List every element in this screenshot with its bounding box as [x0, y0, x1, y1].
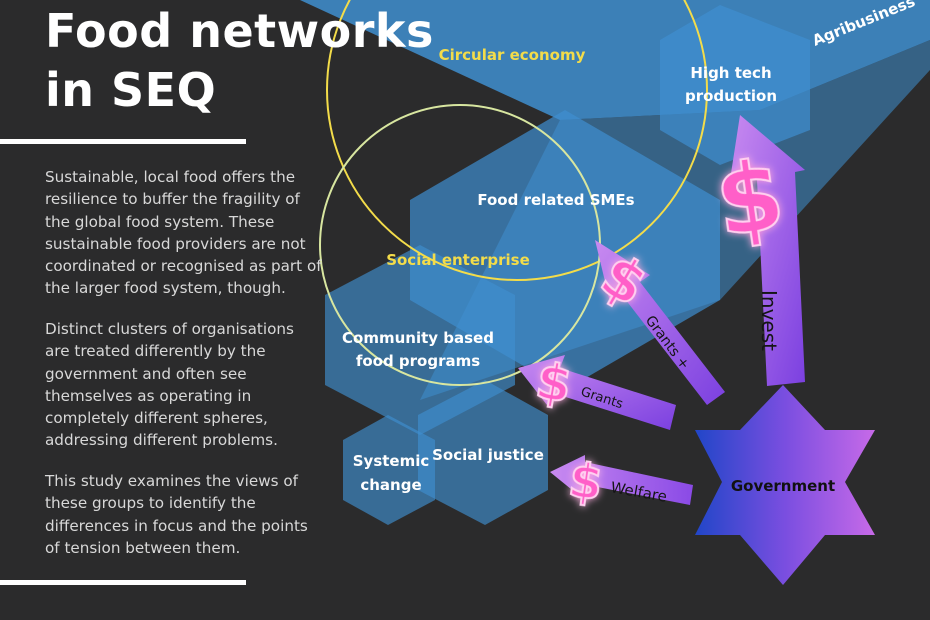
- high-tech-label-line2: production: [685, 87, 777, 105]
- paragraph-1-line: resilience to buffer the fragility of: [45, 190, 300, 209]
- food-smes-label: Food related SMEs: [477, 191, 634, 209]
- paragraph-1-line: the global food system. These: [45, 212, 275, 231]
- paragraph-1: Sustainable, local food offers the resil…: [45, 166, 335, 300]
- hexagon-community: [325, 245, 515, 435]
- paragraph-2-line: are treated differently by the: [45, 342, 266, 361]
- welfare-arrow: [550, 455, 693, 505]
- invest-arrow: [730, 115, 805, 386]
- paragraph-2: Distinct clusters of organisations are t…: [45, 318, 335, 452]
- social-enterprise-label: Social enterprise: [386, 251, 530, 269]
- paragraph-3: This study examines the views of these g…: [45, 470, 335, 559]
- title-line-1: Food networks: [45, 4, 434, 58]
- dollar-icon-welfare: $: [565, 452, 606, 512]
- paragraph-1-line: sustainable food providers are not: [45, 234, 306, 253]
- grants-plus-arrow: [595, 240, 725, 405]
- social-justice-label: Social justice: [432, 446, 544, 464]
- paragraph-3-line: these groups to identify the: [45, 494, 256, 513]
- government-star: [695, 385, 875, 585]
- paragraph-1-line: the larger food system, though.: [45, 279, 286, 298]
- community-label-line2: food programs: [356, 352, 480, 370]
- hexagon-systemic-change: [343, 415, 435, 525]
- circular-economy-label: Circular economy: [439, 46, 586, 64]
- paragraph-1-line: coordinated or recognised as part of: [45, 257, 322, 276]
- invest-label: Invest: [757, 290, 781, 351]
- hexagon-high-tech: [660, 5, 810, 165]
- title-line-2: in SEQ: [45, 63, 217, 117]
- government-label: Government: [731, 477, 835, 495]
- dollar-icon-invest: $: [709, 139, 791, 259]
- paragraph-2-line: government and often see: [45, 364, 247, 383]
- paragraph-3-line: This study examines the views of: [45, 472, 299, 490]
- paragraph-3-line: differences in focus and the points: [45, 516, 308, 535]
- top-divider: [0, 139, 246, 144]
- paragraph-2-line: themselves as operating in: [45, 386, 252, 405]
- page-title: Food networks in SEQ: [45, 2, 434, 120]
- systemic-change-label-line1: Systemic: [353, 452, 430, 470]
- paragraph-2-line: completely different spheres,: [45, 409, 268, 428]
- paragraph-2-line: addressing different problems.: [45, 431, 278, 450]
- paragraph-1-line: Sustainable, local food offers the: [45, 168, 296, 186]
- paragraph-3-line: of tension between them.: [45, 538, 241, 557]
- grants-arrow: [518, 355, 676, 430]
- bottom-divider: [0, 580, 246, 585]
- community-label-line1: Community based: [342, 329, 494, 347]
- high-tech-label-line1: High tech: [690, 64, 771, 82]
- paragraph-2-line: Distinct clusters of organisations: [45, 320, 294, 338]
- systemic-change-label-line2: change: [360, 476, 421, 494]
- circle-circular-economy: [326, 0, 708, 281]
- hexagon-social-justice: [418, 380, 548, 525]
